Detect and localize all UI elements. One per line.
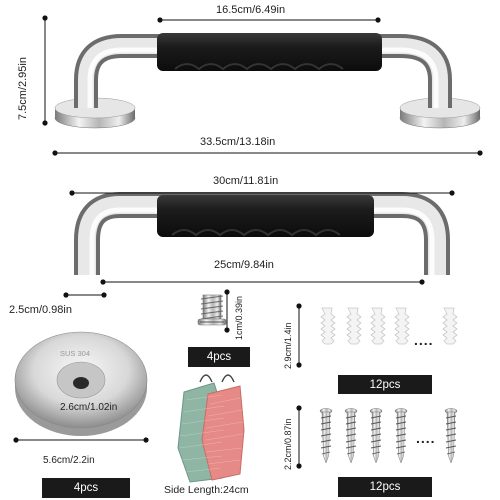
top-bar-grip-length: 16.5cm/6.49in [216,4,286,16]
towel-caption: Side Length:24cm [164,484,249,496]
long-screws-length: 2.2cm/0.87in [283,418,293,470]
flange-diameter: 5.6cm/2.2in [43,455,95,466]
long-screws-quantity-badge: 12pcs [338,477,432,497]
bottom-bar-inner-length: 25cm/9.84in [214,259,274,271]
flange-stamp-text: SUS 304 [60,349,90,358]
long-screw-4 [394,408,408,464]
small-screw-quantity-badge: 4pcs [188,347,250,367]
flange-quantity-badge: 4pcs [42,478,130,498]
anchors-quantity-badge: 12pcs [338,375,432,394]
anchor-5 [442,307,458,345]
anchors-ellipsis: .... [414,332,434,348]
anchor-4 [394,307,410,345]
long-screw-2 [344,408,358,464]
bottom-bar-post-width: 2.5cm/0.98in [9,304,72,316]
bottom-grab-bar-graphic [63,190,455,298]
anchor-2 [346,307,362,345]
anchor-1 [320,307,336,345]
long-screw-1 [319,408,333,464]
long-screws-ellipsis: .... [416,430,436,446]
flange-hole-label: 2.6cm/1.02in [60,402,118,413]
anchor-3 [370,307,386,345]
bottom-bar-total-length: 30cm/11.81in [213,175,279,187]
top-bar-total-length: 33.5cm/13.18in [200,136,276,148]
top-grab-bar-graphic [42,15,483,156]
long-screw-5 [444,408,458,464]
long-screw-3 [369,408,383,464]
